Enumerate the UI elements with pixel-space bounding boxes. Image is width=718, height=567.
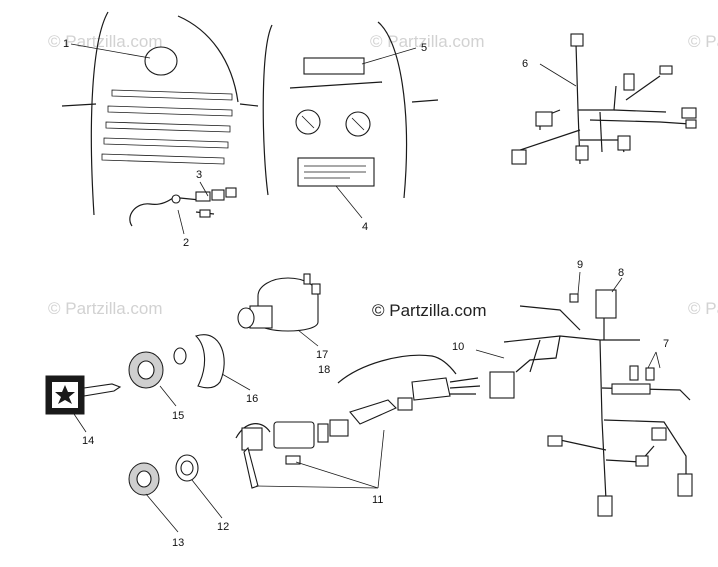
callout-8: 8 bbox=[618, 267, 624, 279]
decal-circle bbox=[144, 46, 178, 76]
harness-connector bbox=[570, 33, 584, 47]
harness-connector bbox=[635, 455, 649, 467]
harness-connector bbox=[677, 473, 693, 497]
harness-connector bbox=[489, 371, 515, 399]
hood-vents bbox=[101, 89, 233, 165]
harness-connector bbox=[597, 495, 613, 517]
callout-18: 18 bbox=[318, 364, 330, 376]
harness-connector bbox=[617, 135, 631, 151]
harness-connector bbox=[629, 365, 639, 381]
switch-plug bbox=[411, 377, 451, 401]
harness-connector bbox=[651, 427, 667, 441]
watermark-top-left: © Partzilla.com bbox=[48, 32, 163, 51]
harness-connector bbox=[611, 383, 651, 395]
callout-14: 14 bbox=[82, 435, 94, 447]
harness-connector bbox=[535, 111, 553, 127]
harness-connector bbox=[685, 119, 697, 129]
callout-6: 6 bbox=[522, 58, 528, 70]
ignition-switch-assembly bbox=[45, 273, 321, 415]
harness-relay bbox=[595, 289, 617, 319]
dash-decal bbox=[303, 57, 365, 75]
watermark-top-center: © Partzilla.com bbox=[370, 32, 485, 51]
callout-15: 15 bbox=[172, 410, 184, 422]
harness-connector bbox=[623, 73, 635, 91]
switch-housing bbox=[241, 427, 263, 451]
callout-labels: 1 2 3 4 5 6 7 8 9 10 11 12 13 14 15 16 1… bbox=[63, 38, 669, 549]
switch-boot bbox=[194, 334, 225, 389]
ignition-key-tether bbox=[129, 187, 237, 227]
wiring-harness-upper bbox=[511, 33, 697, 165]
harness-connector bbox=[511, 149, 527, 165]
leader-lines bbox=[70, 43, 661, 533]
callout-9: 9 bbox=[577, 259, 583, 271]
callout-10: 10 bbox=[452, 341, 464, 353]
switch-body bbox=[273, 421, 315, 449]
callout-17: 17 bbox=[316, 349, 328, 361]
nut-and-washer bbox=[128, 454, 199, 496]
switch-spring bbox=[329, 419, 349, 437]
callout-4: 4 bbox=[362, 221, 368, 233]
harness-connector bbox=[645, 367, 655, 381]
watermark-top-right: © Partzilla.com bbox=[688, 32, 718, 51]
callout-7: 7 bbox=[663, 338, 669, 350]
watermark-mid-left: © Partzilla.com bbox=[48, 299, 163, 318]
harness-connector bbox=[575, 145, 589, 161]
callout-16: 16 bbox=[246, 393, 258, 405]
callout-13: 13 bbox=[172, 537, 184, 549]
kill-switch-assembly bbox=[235, 354, 481, 489]
callout-3: 3 bbox=[196, 169, 202, 181]
wiring-harness-lower bbox=[489, 289, 693, 517]
callout-11: 11 bbox=[372, 494, 383, 506]
watermark-mid-right: © Partzilla.com bbox=[688, 299, 718, 318]
callout-5: 5 bbox=[421, 42, 427, 54]
harness-connector bbox=[681, 107, 697, 119]
hood-panel bbox=[61, 11, 259, 216]
dash-panel bbox=[262, 21, 439, 199]
callout-12: 12 bbox=[217, 521, 229, 533]
harness-connector bbox=[547, 435, 563, 447]
watermark-center: © Partzilla.com bbox=[372, 301, 487, 320]
harness-connector bbox=[659, 65, 673, 75]
callout-1: 1 bbox=[63, 38, 69, 50]
callout-2: 2 bbox=[183, 237, 189, 249]
